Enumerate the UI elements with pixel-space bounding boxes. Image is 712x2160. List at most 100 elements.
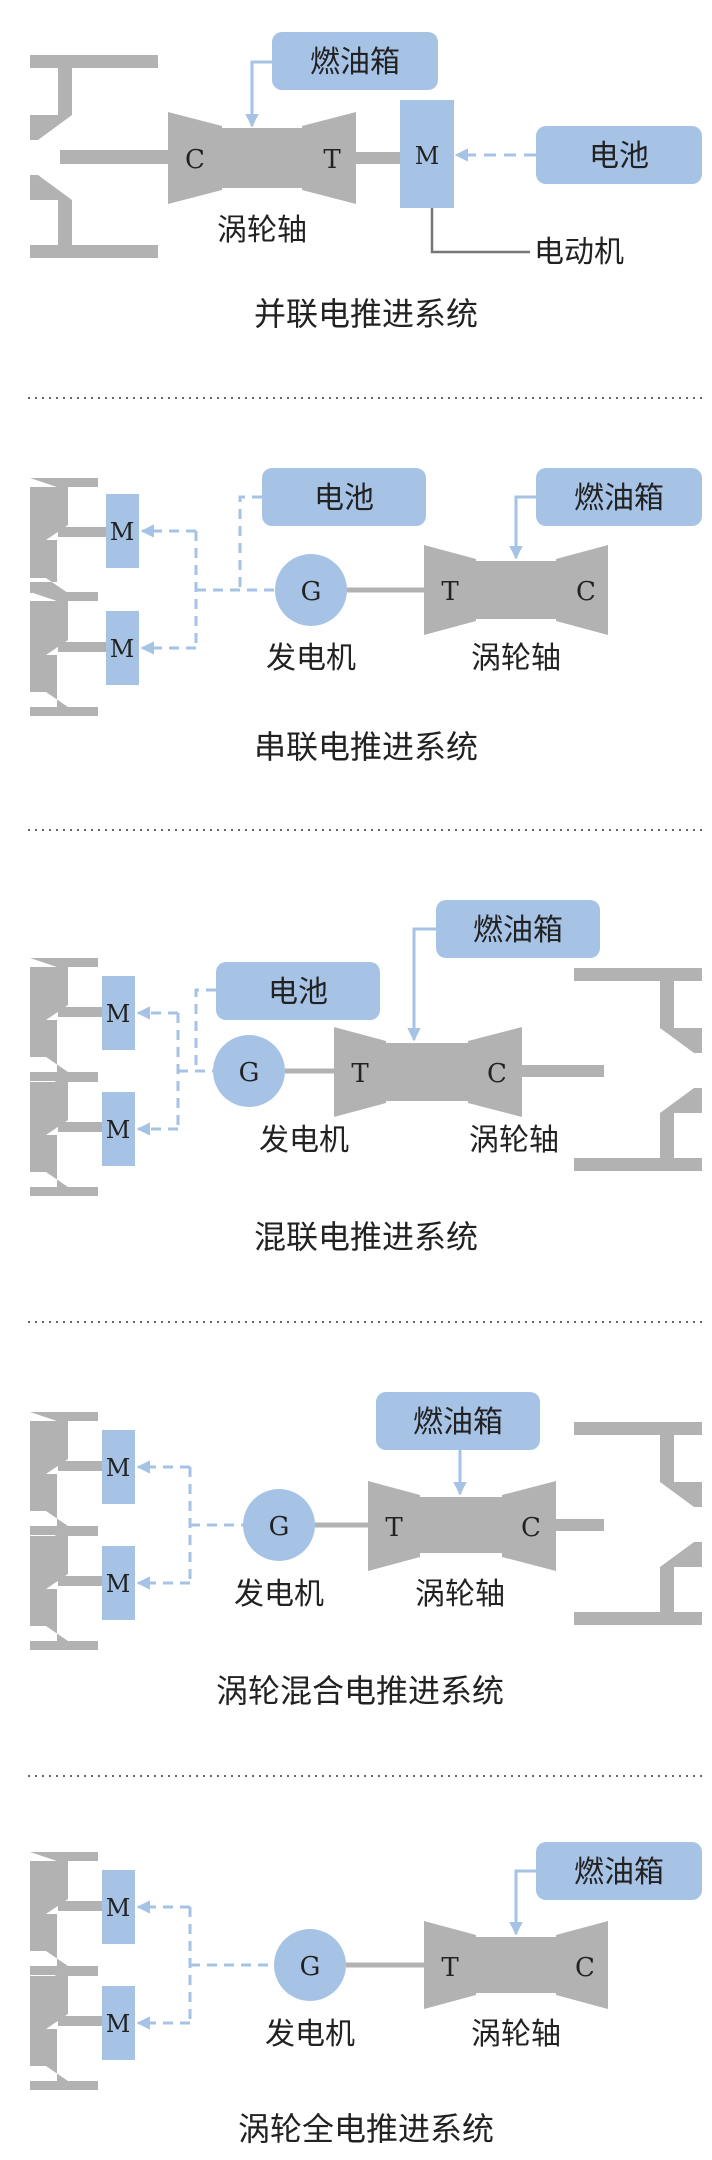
fan-shaft [522, 1065, 604, 1077]
section-title-turbo-hybrid: 涡轮混合电推进系统 [216, 1672, 504, 1710]
turbine-shape [424, 545, 476, 635]
turbine-shaft-box [222, 128, 302, 188]
motor-box [400, 100, 454, 208]
compressor-label: C [576, 577, 596, 607]
compressor-label: C [575, 1953, 595, 1983]
generator-label: 发电机 [265, 2017, 355, 2052]
motor-box [102, 1092, 135, 1166]
generator-circle [274, 1929, 346, 2001]
propeller-icon [30, 1527, 98, 1650]
propeller-shaft [58, 1122, 102, 1132]
turbine-shaft-label: 涡轮轴 [471, 2017, 561, 2052]
propeller-icon [30, 958, 98, 1081]
propeller-shaft [58, 1576, 102, 1586]
fuel-line [407, 927, 436, 1042]
battery-box [536, 126, 702, 184]
fuel-line [509, 1869, 536, 1936]
battery-box [216, 962, 380, 1020]
turbine-shape [302, 112, 356, 204]
propeller-icon [30, 592, 98, 716]
generator-symbol: G [301, 577, 322, 607]
compressor-label: C [185, 145, 205, 175]
turbine-shaft-box [386, 1043, 468, 1101]
turbine-shape [368, 1481, 420, 1571]
motor-box [106, 494, 139, 568]
generator-symbol: G [300, 1952, 321, 1982]
motor-label: M [106, 1116, 131, 1144]
section-title-series: 串联电推进系统 [254, 728, 478, 766]
turbine-label: T [441, 1953, 459, 1983]
motor-box [102, 1870, 135, 1944]
fuel-tank-box [436, 900, 600, 958]
motor-label: M [110, 518, 135, 546]
turbine-shaft-box [476, 561, 556, 619]
propeller-icon [30, 478, 98, 593]
propeller-shaft [58, 1461, 102, 1471]
series-system: M M 电池 G T C 燃油箱 发电机 涡轮轴 串联电推进系统 [30, 468, 702, 766]
battery-label: 电池 [589, 139, 649, 174]
turbine-label: T [385, 1513, 403, 1543]
compressor-shape [468, 1027, 522, 1117]
propeller-icon [30, 1412, 98, 1535]
motor-label: M [106, 2010, 131, 2038]
motor-label: M [110, 635, 135, 663]
propeller-icon [30, 1852, 98, 1975]
generator-symbol: G [269, 1512, 290, 1542]
motor-label: M [106, 1454, 131, 1482]
compressor-shape [556, 1921, 608, 2009]
compressor-shape [556, 545, 608, 635]
section-title-turbo-electric: 涡轮全电推进系统 [238, 2110, 494, 2148]
fuel-tank-box [536, 468, 702, 526]
battery-box [262, 468, 426, 526]
hybrid-system: M M 电池 G T C 燃油箱 发电机 涡轮轴 混联电推进系统 [30, 900, 702, 1256]
propeller-shaft [58, 642, 106, 652]
parallel-system: C T M 燃油箱 电池 电动机 涡轮轴 并联电推进系统 [30, 32, 702, 333]
turbine-shape [424, 1921, 476, 2009]
generator-circle [243, 1489, 315, 1561]
battery-label: 电池 [268, 975, 328, 1010]
generator-label: 发电机 [266, 641, 356, 676]
motor-box [102, 1546, 135, 1620]
fuel-tank-label: 燃油箱 [473, 913, 563, 948]
fan-icon [30, 55, 158, 258]
turbine-shaft-label: 涡轮轴 [217, 213, 307, 248]
propeller-icon [30, 1073, 98, 1196]
motor-desc-label: 电动机 [534, 235, 624, 270]
compressor-shape [168, 112, 222, 204]
propeller-shaft [58, 527, 106, 537]
propeller-icon [30, 1967, 98, 2090]
propeller-shaft [58, 2016, 102, 2026]
fuel-tank-label: 燃油箱 [574, 481, 664, 516]
motor-connector [356, 152, 400, 164]
fuel-tank-label: 燃油箱 [574, 1855, 664, 1890]
turbine-label: T [441, 577, 459, 607]
fuel-tank-box [272, 32, 438, 90]
turbo-hybrid-system: M M G T C 燃油箱 发电机 涡轮轴 涡轮混合电推进系统 [30, 1392, 702, 1710]
motor-leader-line [430, 208, 530, 254]
fuel-tank-box [536, 1842, 702, 1900]
section-title-parallel: 并联电推进系统 [254, 295, 478, 333]
turbo-electric-system: M M G T C 燃油箱 发电机 涡轮轴 涡轮全电推进系统 [30, 1842, 702, 2148]
motor-box [102, 976, 135, 1050]
propeller-shaft [58, 1007, 102, 1017]
turbine-shaft-box [476, 1937, 556, 1993]
generator-symbol: G [239, 1058, 260, 1088]
fuel-tank-label: 燃油箱 [413, 1405, 503, 1440]
motor-box [106, 611, 139, 685]
fuel-line [509, 495, 536, 560]
generator-circle [275, 554, 347, 626]
generator-label: 发电机 [234, 1577, 324, 1612]
compressor-shape [502, 1481, 556, 1571]
turbine-shaft-label: 涡轮轴 [471, 641, 561, 676]
compressor-label: C [487, 1059, 507, 1089]
fan-shaft [556, 1519, 604, 1531]
motor-label: M [106, 1000, 131, 1028]
generator-circle [213, 1035, 285, 1107]
turbine-shaft-label: 涡轮轴 [415, 1577, 505, 1612]
propeller-shaft [58, 1901, 102, 1911]
turbine-shape [334, 1027, 386, 1117]
motor-box [102, 1430, 135, 1504]
battery-line [194, 988, 216, 1071]
fuel-tank-box [376, 1392, 540, 1450]
